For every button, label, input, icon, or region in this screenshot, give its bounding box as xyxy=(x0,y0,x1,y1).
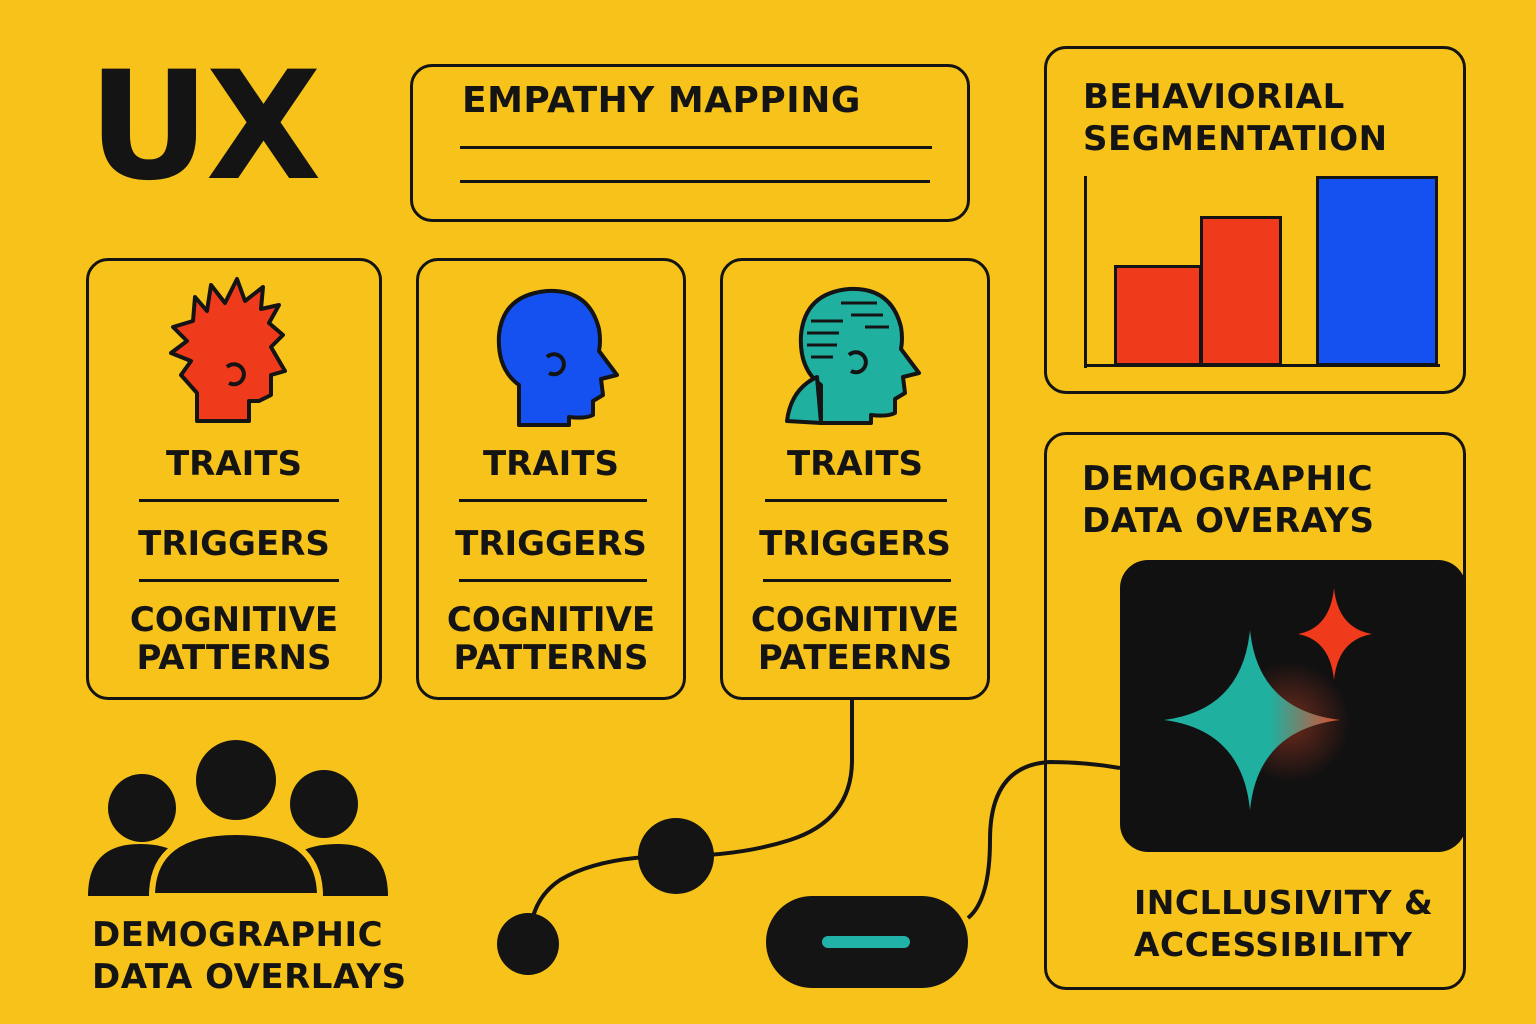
inclusivity-title-line-1: INCLLUSIVITY & xyxy=(1134,883,1434,922)
cognitive-label: COGNITIVE xyxy=(446,600,656,640)
demographic-overlay-title-line-2: DATA OVERAYS xyxy=(1082,501,1375,541)
traits-label: TRAITS xyxy=(482,444,620,484)
demographic-overlays-title-line-2: DATA OVERLAYS xyxy=(92,957,407,997)
toggle-pill xyxy=(766,896,968,988)
demographic-overlays-title-line-1: DEMOGRAPHIC xyxy=(92,915,384,955)
persona-card-2: TRAITS TRIGGERS COGNITIVE PATTERNS xyxy=(416,258,686,700)
connector-end-dot xyxy=(497,913,559,975)
segmentation-title-line-2: SEGMENTATION xyxy=(1083,119,1388,159)
teal-head-icon xyxy=(785,286,921,425)
angry-head-icon xyxy=(169,277,287,423)
triggers-label: TRIGGERS xyxy=(455,524,647,564)
cognitive-label: COGNITIVE xyxy=(129,600,339,640)
segmentation-panel xyxy=(1044,46,1466,394)
segment-bar-1 xyxy=(1114,265,1202,366)
card-divider xyxy=(763,579,951,582)
card-divider xyxy=(765,499,947,502)
connector-node xyxy=(638,818,714,894)
sparkle-small-icon xyxy=(1298,588,1372,680)
toggle-pill-bar xyxy=(822,936,910,948)
blue-head-icon xyxy=(496,288,619,427)
card-divider xyxy=(139,499,339,502)
people-group-icon xyxy=(88,740,388,896)
patterns-label: PATTERNS xyxy=(136,638,332,678)
patterns-label: PATEERNS xyxy=(757,638,953,678)
inclusivity-title: INCLLUSIVITY & ACCESSIBILITY xyxy=(1134,882,1433,966)
segmentation-title: BEHAVIORIAL SEGMENTATION xyxy=(1083,76,1388,160)
empathy-mapping-title: EMPATHY MAPPING xyxy=(462,80,861,121)
patterns-label: PATTERNS xyxy=(453,638,649,678)
card-divider xyxy=(139,579,339,582)
empathy-line-1 xyxy=(460,146,932,149)
persona-card-3: TRAITS TRIGGERS COGNITIVE PATEERNS xyxy=(720,258,990,700)
segmentation-bar-chart xyxy=(1084,176,1440,370)
cognitive-label: COGNITIVE xyxy=(750,600,960,640)
demographic-overlay-title-line-1: DEMOGRAPHIC xyxy=(1082,459,1374,499)
card-divider xyxy=(459,499,647,502)
segment-bar-2 xyxy=(1200,216,1282,366)
triggers-label: TRIGGERS xyxy=(759,524,951,564)
card-divider xyxy=(459,579,647,582)
triggers-label: TRIGGERS xyxy=(138,524,330,564)
ux-logo: UX xyxy=(88,40,321,214)
sparkle-icon xyxy=(1164,588,1372,810)
ai-sparkle-panel xyxy=(1120,560,1466,852)
chart-y-axis xyxy=(1084,176,1087,368)
traits-label: TRAITS xyxy=(786,444,924,484)
segment-bar-3 xyxy=(1316,176,1438,366)
empathy-mapping-panel xyxy=(410,64,970,222)
inclusivity-title-line-2: ACCESSIBILITY xyxy=(1134,925,1413,964)
empathy-line-2 xyxy=(460,180,930,183)
traits-label: TRAITS xyxy=(165,444,303,484)
demographic-overlays-title: DEMOGRAPHIC DATA OVERLAYS xyxy=(92,914,407,998)
persona-card-1: TRAITS TRIGGERS COGNITIVE PATTERNS xyxy=(86,258,382,700)
segmentation-title-line-1: BEHAVIORIAL xyxy=(1083,77,1345,117)
demographic-overlay-title: DEMOGRAPHIC DATA OVERAYS xyxy=(1082,458,1374,542)
